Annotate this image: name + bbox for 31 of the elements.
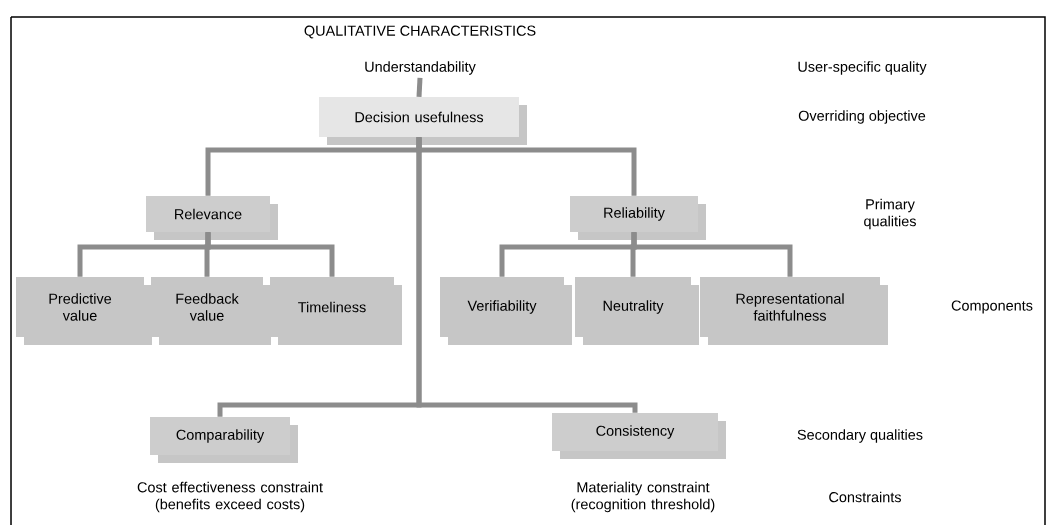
category-box: Timeliness <box>270 277 402 345</box>
heading-text: Understandability <box>365 61 476 75</box>
level-label: Overriding objective <box>798 110 926 124</box>
category-box: Feedback value <box>151 277 271 345</box>
level-label: Cost effectiveness constraint (benefits exceed costs) <box>137 481 323 513</box>
category-box: Predictive value <box>16 277 152 345</box>
category-box: Verifiability <box>440 277 572 345</box>
connector-line <box>631 232 793 277</box>
category-box: Consistency <box>552 413 726 459</box>
category-box: Comparability <box>150 417 298 463</box>
connector-line <box>416 137 638 413</box>
level-label: User-specific quality <box>798 61 927 75</box>
level-label: Primary qualities <box>864 198 916 230</box>
level-label: Secondary qualities <box>797 429 923 443</box>
node-label: Feedback value <box>176 293 239 321</box>
connector-line <box>205 232 335 277</box>
level-label: Components <box>951 300 1033 314</box>
category-box: Decision usefulness <box>319 97 527 145</box>
level-label: Constraints <box>829 491 901 503</box>
level-label: Materiality constraint (recognition threshold) <box>571 481 715 513</box>
category-box: Neutrality <box>575 277 699 345</box>
node-label: Representational faithfulness <box>736 293 844 321</box>
node-label: Decision usefulness <box>355 111 484 123</box>
node-label: Neutrality <box>603 300 664 314</box>
node-label: Timeliness <box>298 301 366 313</box>
category-box: Reliability <box>570 196 706 240</box>
node-label: Predictive value <box>49 293 112 321</box>
title: QUALITATIVE CHARACTERISTICS <box>304 25 536 39</box>
category-box: Representational faithfulness <box>700 277 888 345</box>
connector-line <box>416 77 423 97</box>
category-box: Relevance <box>146 196 278 240</box>
